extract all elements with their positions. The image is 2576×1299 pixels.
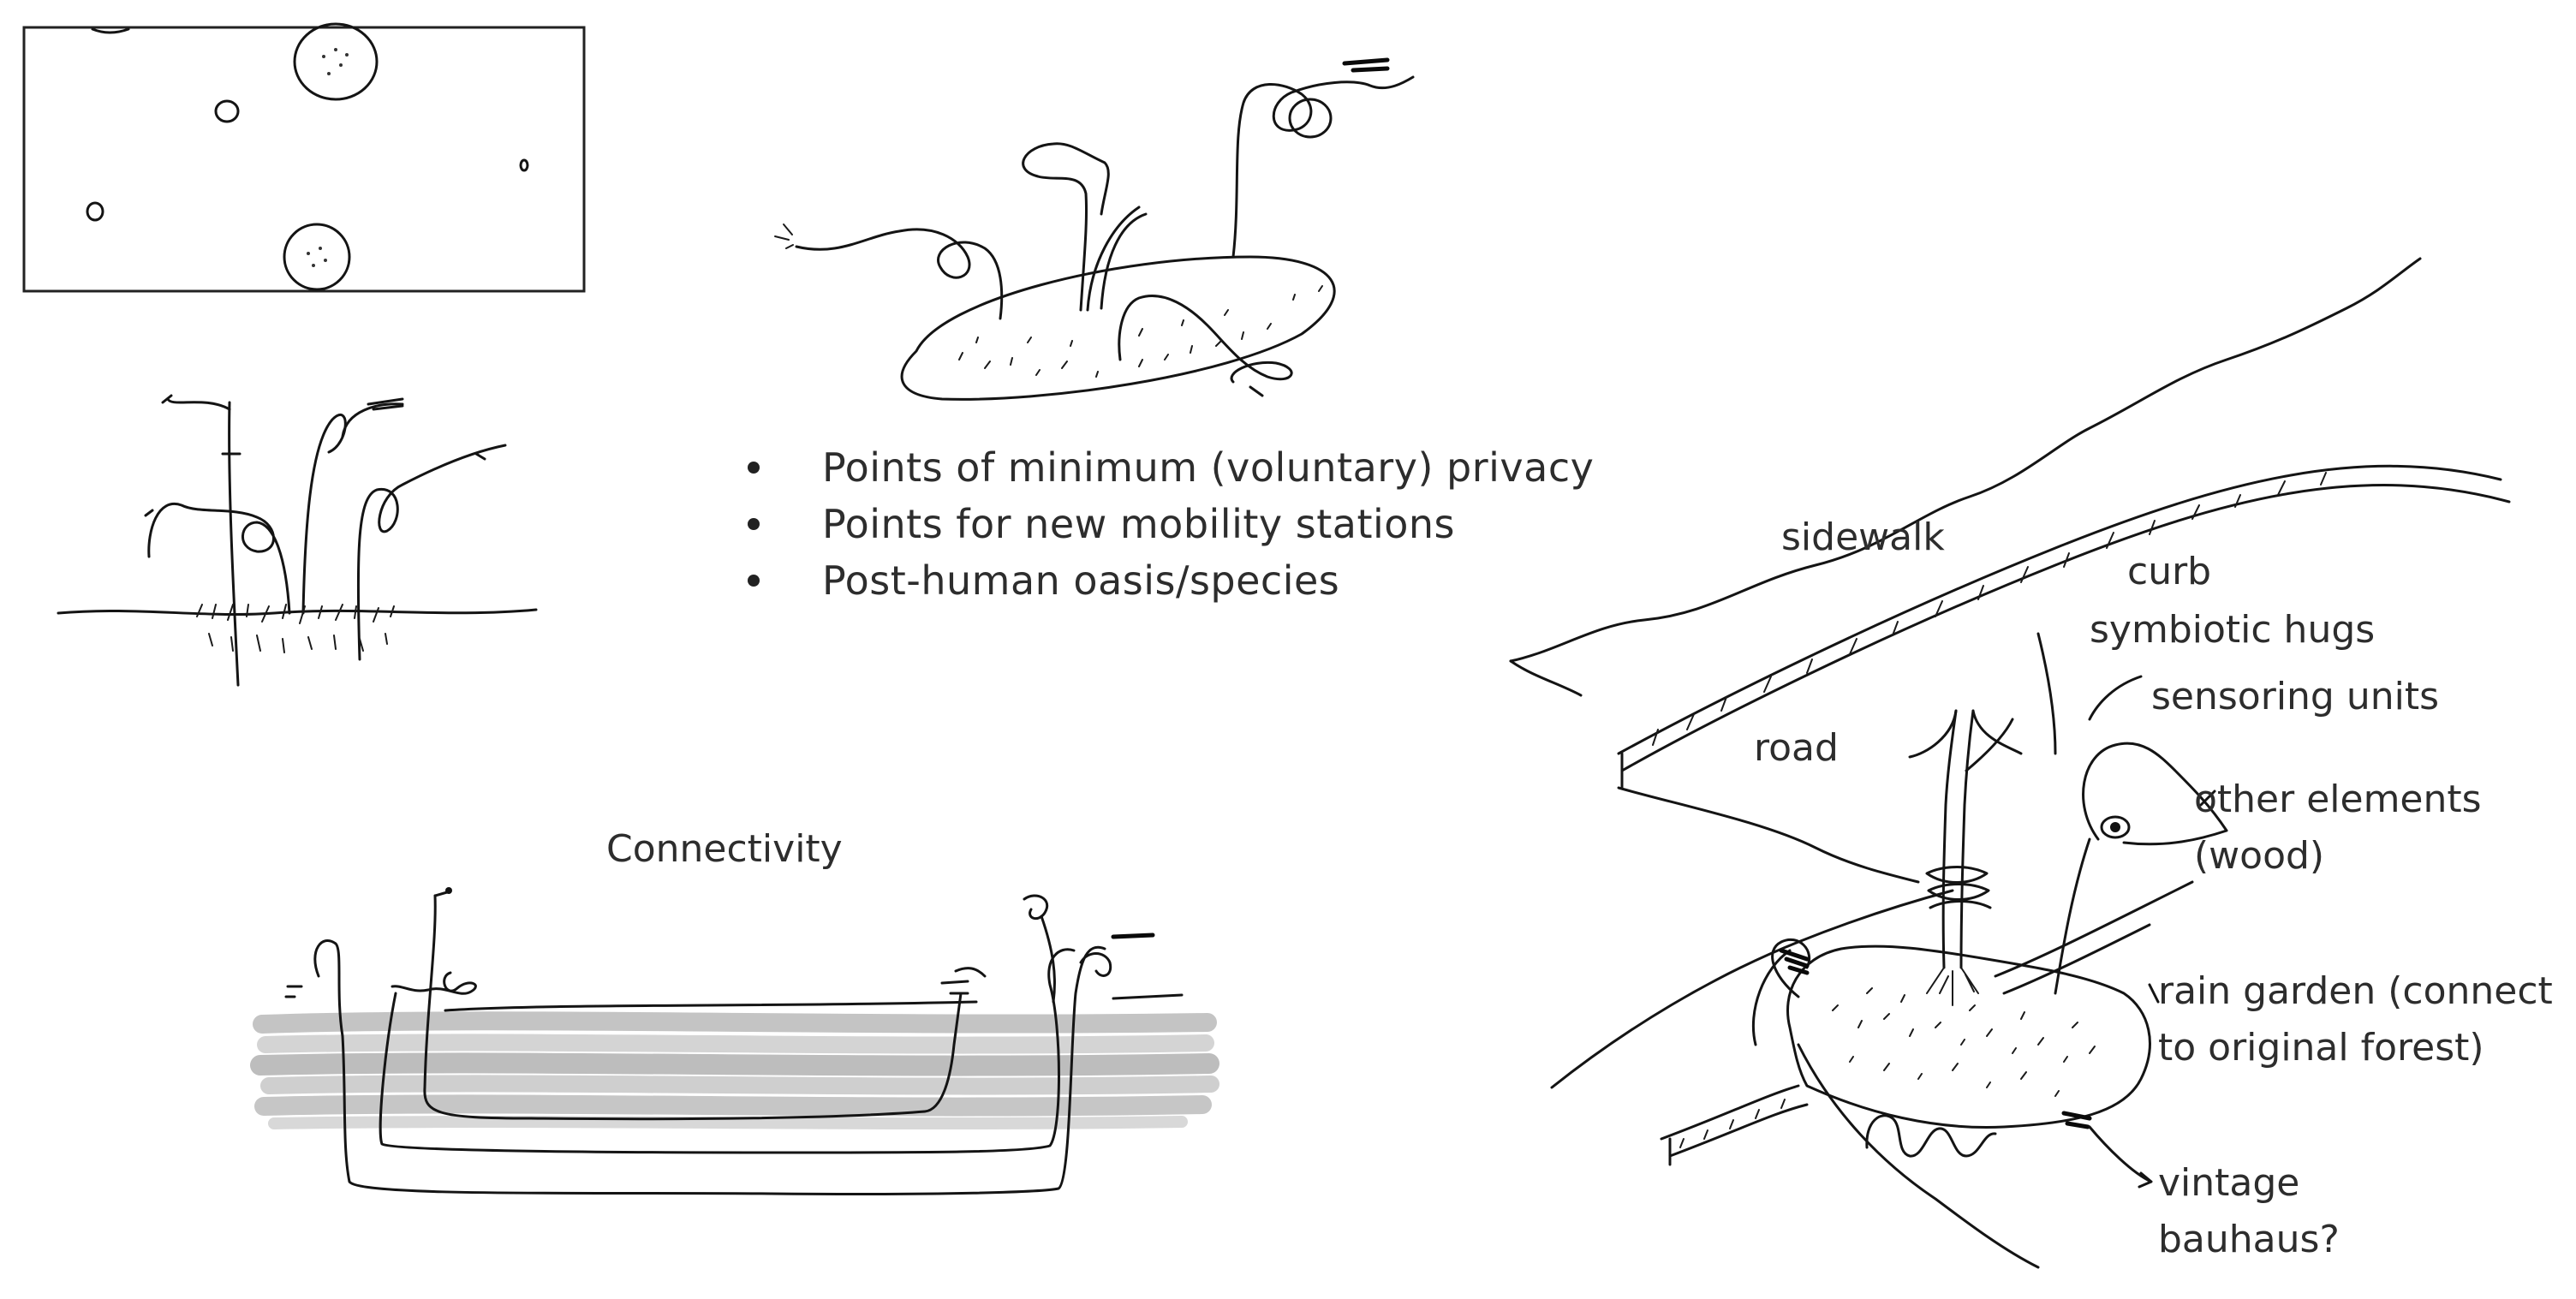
label-rain-garden: rain garden (connect [2158,969,2553,1013]
plan-circle-small [214,99,240,123]
stalk-left-curl [795,228,1004,320]
bullet-dot-3 [748,575,760,587]
pipe-inner-top [433,891,449,897]
stem-mid-flag [341,397,404,438]
plan-circle-large-top [293,22,379,101]
leader-vintage [2088,1125,2153,1189]
rain-garden-left-mound [1751,938,1811,1046]
label-bauhaus: bauhaus? [2158,1218,2340,1261]
stalk-right-flag [1342,57,1390,73]
bullet-dot-1 [748,462,760,474]
bottom-curb-hatching [1679,1099,1786,1148]
plan-edge-circle [91,27,130,34]
ground-line [57,608,538,617]
pipe-inner-tip [445,887,452,894]
label-sensoring-units: sensoring units [2151,675,2439,718]
symbiotic-branches [1908,709,2023,772]
label-curb: curb [2127,550,2211,593]
grass-hatching [196,604,395,653]
pipe-outer-loop [313,939,1106,1196]
stem-left-loop [144,502,291,615]
stem-tall-hook [161,394,231,411]
label-symbiotic-hugs: symbiotic hugs [2090,608,2375,652]
stem-mid-curl [301,413,347,615]
curb-line-bottom [1620,484,2511,772]
island-outline [900,255,1336,401]
bullet-item-1: Points of minimum (voluntary) privacy [822,444,1594,491]
stalk-bottom-arch [1118,295,1293,397]
pipe-inner-loop [423,894,963,1121]
bullet-dot-2 [748,518,760,530]
rain-garden-dark-patch [1779,948,1810,975]
stalk-right-loop [1288,98,1333,139]
plan-circle-dots-bottom [307,247,327,267]
left-tick [284,985,303,998]
oasis-island-sketch [774,57,1415,401]
plan-circle-left [86,201,104,222]
pipe-curl-mid-right [940,967,987,995]
plan-circle-large-bottom [283,223,351,291]
leader-symbiotic [2036,632,2057,755]
pipe-middle-loop [379,948,1076,1154]
pipe-curl-left [391,971,477,995]
label-other-elements: other elements [2194,778,2482,821]
stalk-center-arch [1086,206,1148,312]
leader-other [2199,790,2216,807]
sensoring-unit-lens [2100,815,2131,839]
bullet-item-2: Points for new mobility stations [822,501,1455,547]
sensoring-unit-body [2082,742,2228,846]
plan-circle-dots-top [322,48,349,75]
label-rain-garden-forest: to original forest) [2158,1026,2484,1070]
street-sketch: sidewalk curb symbiotic hugs sensoring u… [1509,257,2553,1269]
bullet-item-3: Post-human oasis/species [822,557,1339,604]
rain-garden-outline [1786,944,2151,1129]
road-front-edge [1550,889,1954,1089]
symbiotic-roots [1926,967,1979,1006]
connectivity-sketch: Connectivity [250,827,1219,1196]
plan-circle-tiny [519,158,529,172]
bullet-list: Points of minimum (voluntary) privacy Po… [748,444,1594,604]
connectivity-label: Connectivity [606,827,843,871]
arrow-flag-right [1111,933,1155,939]
stalk-tall-right [1231,75,1415,259]
left-corner [1509,659,1583,697]
stem-tall-left [228,401,240,687]
vintage-patch [2061,1111,2092,1129]
label-vintage: vintage [2158,1161,2299,1205]
curb-line-top [1617,464,2502,755]
plan-view-frame [22,26,586,293]
stalk-center-zigzag [1022,142,1110,312]
stem-right-curl [356,444,507,661]
sensoring-unit-pole [2054,837,2091,995]
front-edge-lower [1797,1043,2040,1269]
plan-view-sketch [22,22,586,293]
rain-garden-front-squiggle [1865,1114,1997,1158]
sensoring-unit-dot [2110,822,2120,832]
leader-rain-garden [2148,983,2160,1004]
symbiotic-hug-rings [1925,866,1992,909]
rain-garden-texture [1832,987,2096,1097]
sidewalk-back-edge [1509,257,2422,663]
wood-element [1994,880,2194,995]
island-texture [958,285,1323,378]
road-left-edge [1617,786,1920,884]
pipe-drop-right [1040,915,1056,1004]
label-road: road [1754,726,1839,770]
label-other-elements-wood: (wood) [2194,834,2324,878]
leader-sensoring [2088,675,2143,721]
pipe-curl-top-right [1023,894,1048,921]
bottom-curb [1660,1084,1809,1166]
symbiotic-trunk [1941,709,1975,969]
surface-line [444,1000,978,1012]
sprout-ground-sketch [57,394,538,687]
right-dash [1112,993,1184,1000]
curb-hatching [1652,472,2327,746]
stalk-left-tip [774,223,794,249]
pipe-curl-far-right [1079,952,1112,977]
label-sidewalk: sidewalk [1781,515,1945,559]
